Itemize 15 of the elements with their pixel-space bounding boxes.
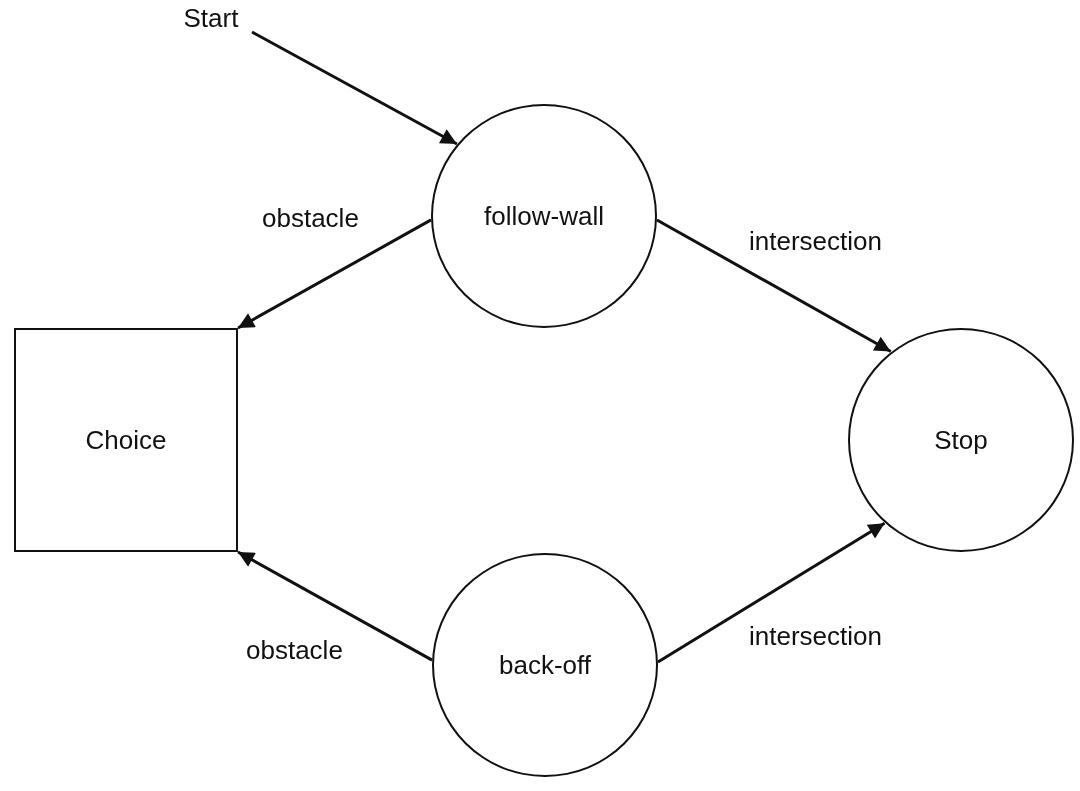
arrow [657,521,886,664]
arrow [237,550,433,662]
choice-box [14,328,238,552]
state-label: follow-wall [484,200,604,232]
edge-label: obstacle [262,203,359,234]
arrow [237,218,432,330]
start-label: Start [170,0,252,36]
arrow [656,218,892,353]
edge-label: intersection [749,621,882,652]
state-label: Choice [85,424,167,456]
arrow [251,30,458,146]
edge-label: intersection [749,226,882,257]
state-label: back-off [499,649,591,681]
state-label: Stop [934,424,988,456]
edge-label: obstacle [246,635,343,666]
